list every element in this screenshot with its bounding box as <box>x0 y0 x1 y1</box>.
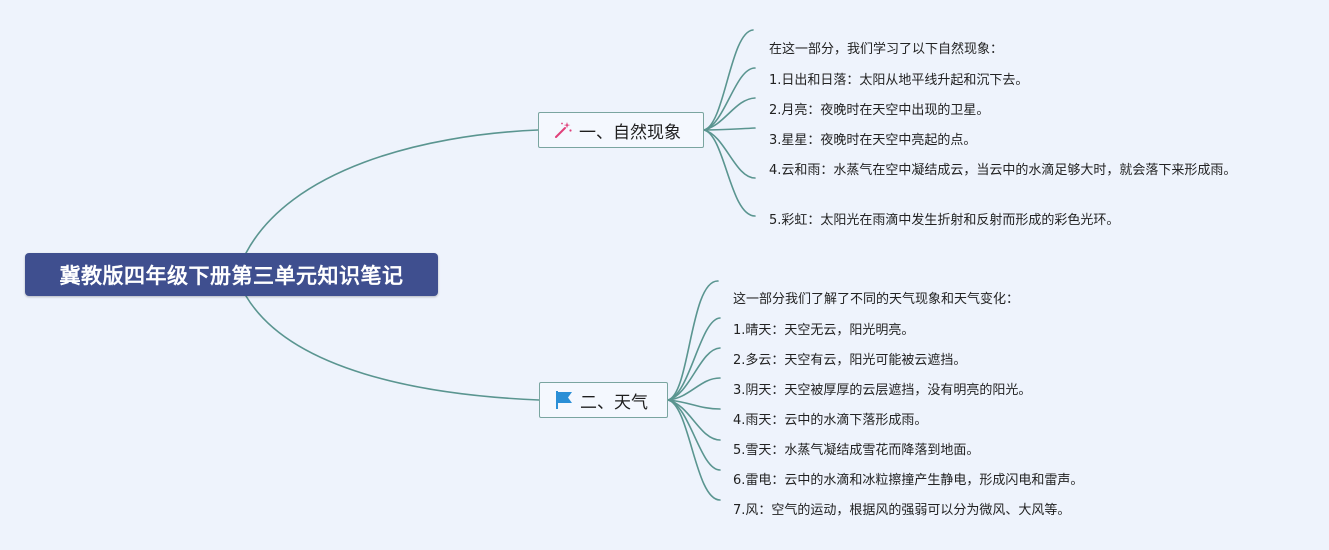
leaf-topic[interactable]: 2.月亮：夜晚时在天空中出现的卫星。 <box>769 103 990 118</box>
connector-branch-1-leaf <box>703 129 756 179</box>
leaf-topic[interactable]: 6.雷电：云中的水滴和冰粒擦撞产生静电，形成闪电和雷声。 <box>733 473 1084 488</box>
connector-root-branch-2 <box>245 295 540 401</box>
connector-branch-1-leaf <box>703 129 756 217</box>
connector-branch-2-leaf <box>667 280 719 401</box>
connector-branch-2-leaf <box>667 347 721 401</box>
leaf-topic[interactable]: 在这一部分，我们学习了以下自然现象： <box>769 42 1004 57</box>
leaf-topic[interactable]: 1.晴天：天空无云，阳光明亮。 <box>733 323 915 338</box>
connector-branch-2-leaf <box>667 377 721 401</box>
leaf-topic[interactable]: 5.彩虹：太阳光在雨滴中发生折射和反射而形成的彩色光环。 <box>769 213 1120 228</box>
connector-branch-2-leaf <box>667 317 721 401</box>
branch-topic-natural-phenomena[interactable]: 一、自然现象 <box>538 112 704 148</box>
leaf-topic[interactable]: 7.风：空气的运动，根据风的强弱可以分为微风、大风等。 <box>733 503 1071 518</box>
leaf-topic[interactable]: 1.日出和日落：太阳从地平线升起和沉下去。 <box>769 73 1029 88</box>
leaf-topic[interactable]: 3.阴天：天空被厚厚的云层遮挡，没有明亮的阳光。 <box>733 383 1032 398</box>
leaf-topic[interactable]: 3.星星：夜晚时在天空中亮起的点。 <box>769 133 977 148</box>
connector-branch-2-leaf <box>667 399 721 501</box>
connector-branch-2-leaf <box>667 399 721 410</box>
root-topic[interactable]: 冀教版四年级下册第三单元知识笔记 <box>25 253 438 296</box>
leaf-topic[interactable]: 4.雨天：云中的水滴下落形成雨。 <box>733 413 928 428</box>
leaf-topic[interactable]: 2.多云：天空有云，阳光可能被云遮挡。 <box>733 353 967 368</box>
leaf-topic[interactable]: 5.雪天：水蒸气凝结成雪花而降落到地面。 <box>733 443 980 458</box>
root-topic-label: 冀教版四年级下册第三单元知识笔记 <box>59 263 404 288</box>
connector-branch-2-leaf <box>667 399 721 471</box>
leaf-topic[interactable]: 4.云和雨：水蒸气在空中凝结成云，当云中的水滴足够大时，就会落下来形成雨。 <box>769 163 1237 178</box>
magic-wand-icon <box>555 122 572 138</box>
connector-branch-1-leaf <box>703 29 754 131</box>
branch-topic-label: 二、天气 <box>580 392 648 413</box>
connector-branch-1-leaf <box>703 127 756 131</box>
branch-topic-label: 一、自然现象 <box>579 122 681 143</box>
connector-root-branch-1 <box>245 129 539 254</box>
connector-branch-1-leaf <box>703 97 756 131</box>
branch-topic-weather[interactable]: 二、天气 <box>539 382 668 418</box>
leaf-topic[interactable]: 这一部分我们了解了不同的天气现象和天气变化： <box>733 292 1020 307</box>
blue-flag-icon <box>556 391 572 409</box>
